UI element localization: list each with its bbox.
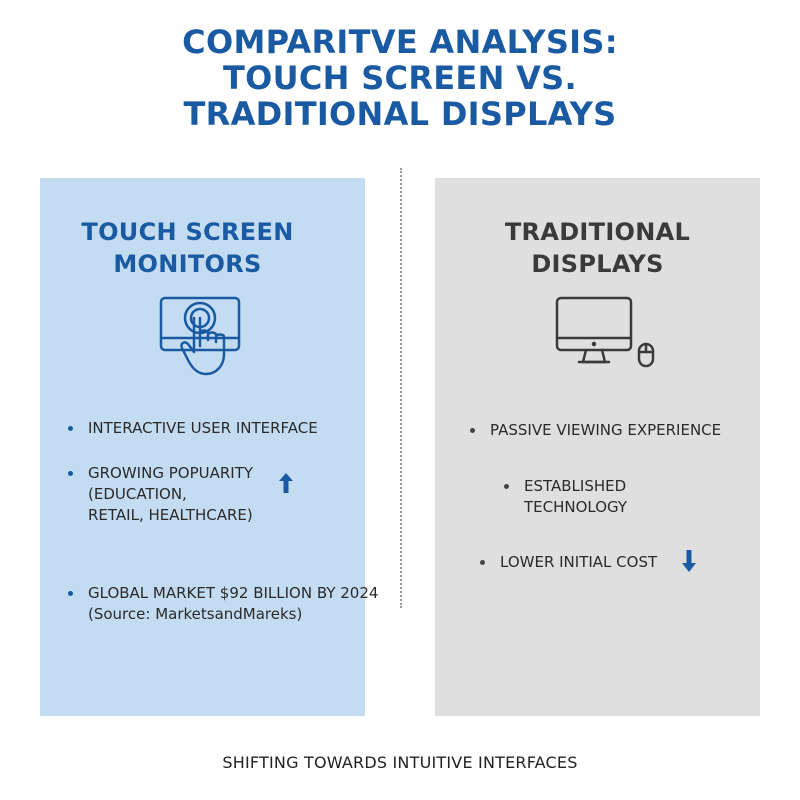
touch-screen-panel-title: TOUCH SCREEN MONITORS — [25, 216, 350, 280]
title-line-1: COMPARITVE ANALYSIS: — [182, 23, 618, 61]
traditional-title-line-1: TRADITIONAL — [504, 218, 691, 246]
touch-screen-title-line-1: TOUCH SCREEN — [81, 218, 294, 246]
footer-tagline: SHIFTING TOWARDS INTUITIVE INTERFACES — [222, 753, 578, 772]
touch-screen-bullet-1: INTERACTIVE USER INTERFACE — [68, 418, 318, 439]
bullet-dot — [470, 428, 475, 433]
arrow-up-icon — [277, 471, 295, 499]
bullet-dot — [68, 471, 73, 476]
traditional-title-line-2: DISPLAYS — [531, 250, 664, 278]
bullet-dot — [480, 560, 485, 565]
desktop-monitor-mouse-icon — [553, 294, 657, 376]
touch-screen-title-line-2: MONITORS — [113, 250, 262, 278]
traditional-bullet-1: PASSIVE VIEWING EXPERIENCE — [470, 420, 721, 441]
traditional-displays-panel: TRADITIONAL DISPLAYS PASSIVE VIEWING EX — [435, 178, 760, 716]
traditional-bullet-2: ESTABLISHED TECHNOLOGY — [504, 476, 627, 518]
touch-screen-bullet-2: GROWING POPUARITY (EDUCATION, RETAIL, HE… — [68, 463, 253, 526]
touch-screen-bullet-3: GLOBAL MARKET $92 BILLION BY 2024 (Sourc… — [68, 583, 378, 625]
title-line-3: TRADITIONAL DISPLAYS — [183, 95, 617, 133]
arrow-down-icon — [680, 548, 698, 578]
title-line-2: TOUCH SCREEN VS. — [222, 59, 577, 97]
touch-screen-hand-icon — [158, 294, 248, 382]
bullet-dot — [68, 591, 73, 596]
traditional-displays-panel-title: TRADITIONAL DISPLAYS — [435, 216, 760, 280]
center-divider — [400, 168, 402, 608]
page-title: COMPARITVE ANALYSIS: TOUCH SCREEN VS. TR… — [0, 24, 800, 132]
bullet-dot — [504, 484, 509, 489]
touch-screen-panel: TOUCH SCREEN MONITORS INTERACTIVE USER I… — [40, 178, 378, 716]
bullet-dot — [68, 426, 73, 431]
traditional-bullet-3: LOWER INITIAL COST — [480, 552, 657, 573]
